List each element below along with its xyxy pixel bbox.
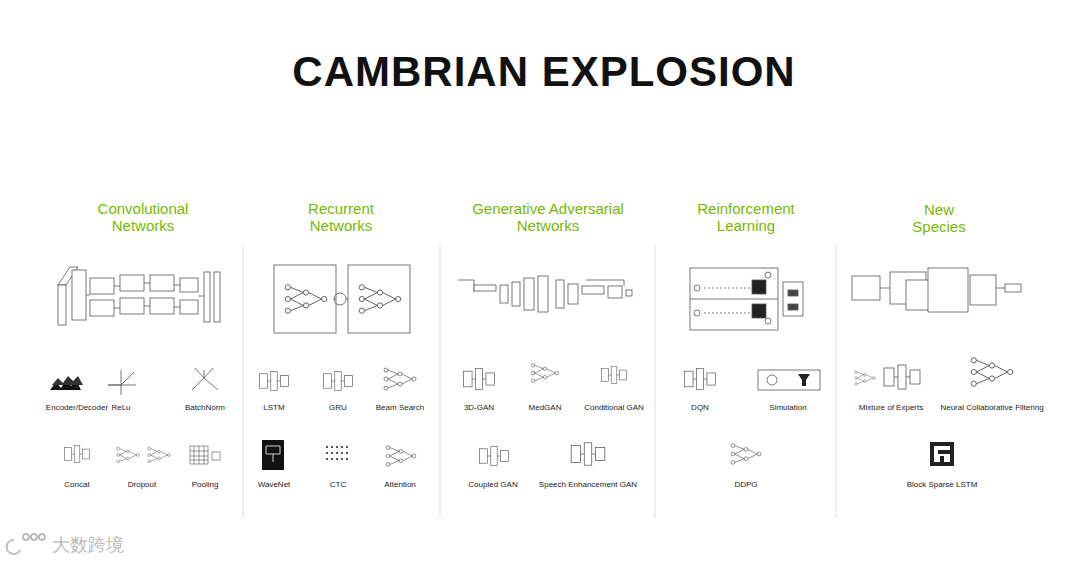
ddpg-icon xyxy=(731,444,761,465)
column-heading: Reinforcement Learning xyxy=(681,200,811,234)
lstm-icon xyxy=(260,371,289,390)
relu-icon xyxy=(108,370,136,395)
item-label: Mixture of Experts xyxy=(858,403,924,412)
item-label: MedGAN xyxy=(528,403,563,412)
item-label: Simulation xyxy=(768,403,807,412)
column-heading: New Species xyxy=(904,201,974,235)
gan-icons xyxy=(463,364,626,466)
column-heading: Generative Adversarial Networks xyxy=(453,200,643,234)
rnn-diagram xyxy=(274,265,410,333)
gru-icon xyxy=(324,371,353,390)
moe-icon xyxy=(855,371,876,385)
dqn-icon xyxy=(684,369,715,390)
item-label: Conditional GAN xyxy=(583,403,645,412)
item-label: Concat xyxy=(63,480,90,489)
cnn-icons xyxy=(50,368,220,464)
wavenet-icon xyxy=(262,440,284,470)
item-label: 3D-GAN xyxy=(463,403,495,412)
wavenet-icon xyxy=(266,446,280,462)
item-label: Neural Collaborative Filtering xyxy=(939,403,1044,412)
item-label: GRU xyxy=(328,403,348,412)
rnn-cell xyxy=(359,285,401,314)
item-label: LSTM xyxy=(262,403,285,412)
item-label: DQN xyxy=(690,403,710,412)
rl-diagram xyxy=(690,268,803,330)
block-sparse-icon xyxy=(930,442,954,466)
watermark-logo xyxy=(7,534,45,554)
new-species-diagram xyxy=(852,268,1021,312)
encoder-decoder-icon xyxy=(52,376,83,385)
pooling-icon xyxy=(190,446,220,464)
concat-icon xyxy=(64,446,89,463)
item-label: Speech Enhancement GAN xyxy=(538,480,638,489)
beam-search-icon xyxy=(384,368,416,390)
item-label: Coupled GAN xyxy=(467,480,518,489)
item-label: BatchNorm xyxy=(184,403,226,412)
coupled-gan-icon xyxy=(480,446,509,465)
speech-gan-icon xyxy=(571,443,605,465)
dropout-icon xyxy=(117,447,139,462)
item-label: Block Sparse LSTM xyxy=(906,480,979,489)
watermark: 大数跨境 xyxy=(52,533,124,557)
item-label: CTC xyxy=(329,480,347,489)
batchnorm-icon xyxy=(192,368,218,390)
item-label: Attention xyxy=(383,480,417,489)
rnn-cell xyxy=(285,285,327,314)
rl-icons xyxy=(684,369,820,465)
simulation-icon xyxy=(758,370,820,390)
cnn-diagram xyxy=(58,267,220,325)
rnn-icons xyxy=(260,368,416,470)
new-species-icons xyxy=(855,358,1013,466)
gan-diagram xyxy=(458,276,632,312)
moe-icon xyxy=(884,365,920,389)
item-label: WaveNet xyxy=(257,480,292,489)
item-label: Pooling xyxy=(191,480,220,489)
item-label: ReLu xyxy=(110,403,131,412)
column-heading: Convolutional Networks xyxy=(78,200,208,234)
conditional-gan-icon xyxy=(601,367,626,384)
item-label: Dropout xyxy=(127,480,157,489)
attention-icon xyxy=(386,446,416,467)
column-dividers xyxy=(243,245,836,518)
medgan-icon xyxy=(531,364,558,383)
item-label: DDPG xyxy=(733,480,758,489)
item-label: Beam Search xyxy=(375,403,425,412)
ctc-icon xyxy=(326,446,348,460)
ncf-icon xyxy=(971,358,1013,387)
item-label: Encoder/Decoder xyxy=(45,403,109,412)
slide-title: CAMBRIAN EXPLOSION xyxy=(292,48,795,96)
3d-gan-icon xyxy=(463,369,494,390)
dropout-icon xyxy=(148,447,170,462)
column-heading: Recurrent Networks xyxy=(286,200,396,234)
